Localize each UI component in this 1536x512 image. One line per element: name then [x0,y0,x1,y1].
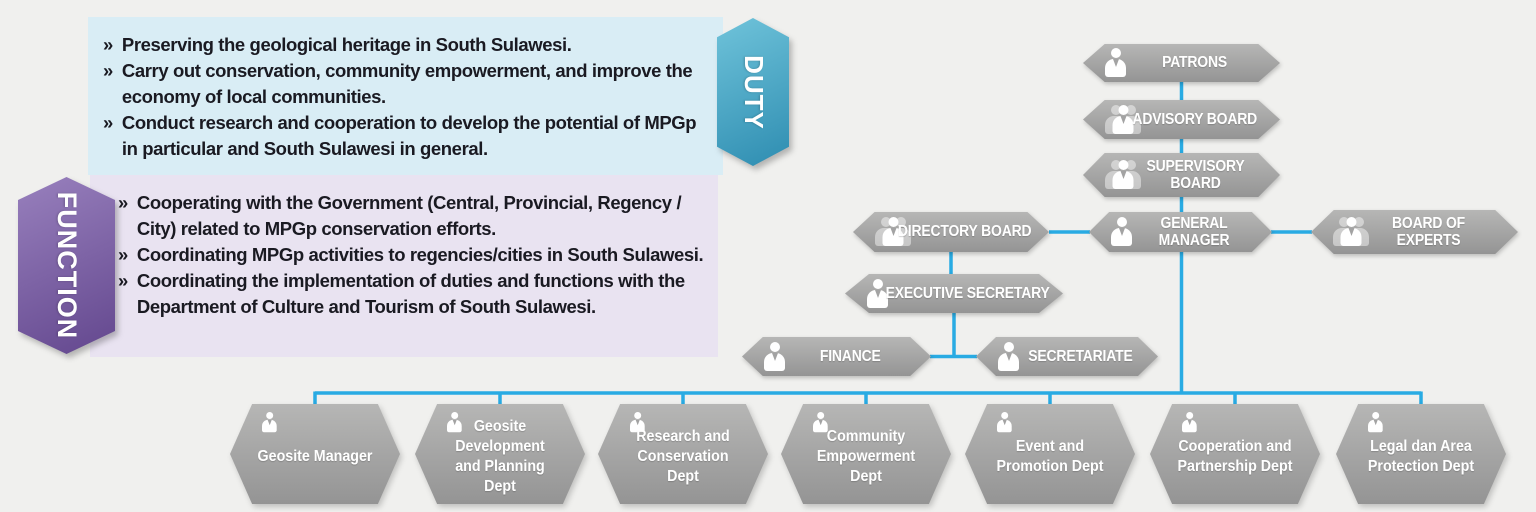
org-node-label: ADVISORY BOARD [1132,110,1258,128]
group-icon [1105,160,1141,190]
bullet-marker: » [103,112,113,133]
org-node-general-manager: GENERAL MANAGER [1089,212,1272,252]
duty-item-text: Conduct research and cooperation to deve… [121,112,697,159]
dept-node-label: Community Empowerment Dept [816,428,916,485]
org-node-label: EXECUTIVE SECRETARY [885,284,1050,302]
dept-node-legal-area-protection: Legal dan Area Protection Dept [1336,404,1506,504]
function-banner-label: FUNCTION [52,191,83,340]
duty-item: » Conduct research and cooperation to dev… [103,110,703,162]
duty-item-text: Preserving the geological heritage in So… [121,34,572,55]
org-node-label: BOARD OF EXPERTS [1391,214,1465,249]
org-node-label: FINANCE [819,347,881,365]
group-icon [875,217,911,247]
function-item: » Coordinating the implementation of duti… [118,268,704,320]
org-node-secretariate: SECRETARIATE [976,337,1158,376]
person-icon [1105,48,1126,78]
person-badge-icon [1368,412,1383,433]
function-list: » Cooperating with the Government (Centra… [118,190,704,320]
bullet-marker: » [118,244,128,265]
duty-banner: DUTY [717,18,789,166]
function-banner: FUNCTION [18,177,115,354]
org-node-label: SUPERVISORY BOARD [1145,157,1245,192]
org-node-label: PATRONS [1162,54,1228,72]
person-badge-icon [262,412,277,433]
dept-node-geosite-development-planning: Geosite Development and Planning Dept [415,404,585,504]
duty-banner-label: DUTY [738,54,769,130]
org-node-supervisory-board: SUPERVISORY BOARD [1083,153,1280,197]
dept-node-label: Geosite Manager [257,448,373,466]
person-icon [764,341,785,372]
dept-node-geosite-manager: Geosite Manager [230,404,400,504]
dept-node-event-promotion: Event and Promotion Dept [965,404,1135,504]
org-node-label: GENERAL MANAGER [1158,214,1230,249]
org-node-label: SECRETARIATE [1028,347,1133,365]
duty-panel: » Preserving the geological heritage in S… [88,17,723,175]
org-node-board-of-experts: BOARD OF EXPERTS [1311,210,1518,254]
duty-list: » Preserving the geological heritage in S… [103,32,703,162]
person-badge-icon [997,412,1012,433]
org-node-finance: FINANCE [742,337,931,376]
bullet-marker: » [103,34,113,55]
person-badge-icon [630,412,645,433]
dept-node-label: Event and Promotion Dept [996,438,1104,475]
dept-node-label: Legal dan Area Protection Dept [1367,438,1475,475]
dept-node-research-conservation: Research and Conservation Dept [598,404,768,504]
org-node-executive-secretary: EXECUTIVE SECRETARY [845,274,1063,313]
person-icon [998,341,1019,372]
function-item-text: Coordinating MPGp activities to regencie… [136,244,704,265]
duty-item: » Carry out conservation, community empow… [103,58,703,110]
person-icon [1111,217,1132,247]
dept-node-label: Cooperation and Partnership Dept [1177,438,1293,475]
duty-item: » Preserving the geological heritage in S… [103,32,703,58]
group-icon [1333,217,1369,247]
dept-node-community-empowerment: Community Empowerment Dept [781,404,951,504]
bullet-marker: » [103,60,113,81]
bullet-marker: » [118,270,128,291]
person-icon [867,278,888,309]
function-panel: » Cooperating with the Government (Centra… [90,175,718,357]
org-node-patrons: PATRONS [1083,44,1280,82]
org-node-label: DIRECTORY BOARD [897,223,1032,241]
dept-node-label: Geosite Development and Planning Dept [455,418,545,495]
person-badge-icon [813,412,828,433]
person-badge-icon [1182,412,1197,433]
dept-node-cooperation-partnership: Cooperation and Partnership Dept [1150,404,1320,504]
org-node-directory-board: DIRECTORY BOARD [853,212,1049,252]
function-item-text: Cooperating with the Government (Central… [136,192,682,239]
dept-node-label: Research and Conservation Dept [636,428,730,485]
bullet-marker: » [118,192,128,213]
function-item-text: Coordinating the implementation of dutie… [136,270,685,317]
duty-item-text: Carry out conservation, community empowe… [121,60,693,107]
function-item: » Cooperating with the Government (Centra… [118,190,704,242]
org-node-advisory-board: ADVISORY BOARD [1083,100,1280,139]
function-item: » Coordinating MPGp activities to regenci… [118,242,704,268]
person-badge-icon [447,412,462,433]
group-icon [1105,104,1141,135]
